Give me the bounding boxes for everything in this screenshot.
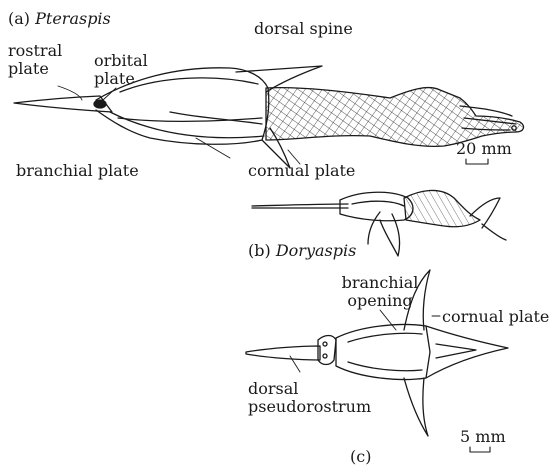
- label-orbital-plate: orbital plate: [94, 52, 148, 88]
- caption-b-letter: (b): [248, 241, 271, 260]
- label-dorsal-pseudorostrum: dorsal pseudorostrum: [248, 380, 371, 416]
- caption-a-letter: (a): [8, 9, 30, 28]
- label-cornual-plate-a: cornual plate: [248, 162, 355, 180]
- pteraspis-drawing: [14, 66, 523, 168]
- label-cornual-plate-c: cornual plate: [442, 308, 549, 326]
- caption-a: (a) Pteraspis: [8, 10, 111, 28]
- scale-bar-a-label: 20 mm: [456, 140, 512, 158]
- caption-b-name: Doryaspis: [276, 241, 356, 260]
- caption-c: (c): [350, 448, 371, 466]
- caption-a-name: Pteraspis: [35, 9, 111, 28]
- label-branchial-opening: branchial opening: [320, 274, 440, 310]
- label-branchial-plate: branchial plate: [16, 162, 139, 180]
- label-rostral-plate: rostral plate: [8, 42, 62, 78]
- scale-bar-c-label: 5 mm: [460, 428, 506, 446]
- caption-b: (b) Doryaspis: [248, 242, 356, 260]
- label-dorsal-spine: dorsal spine: [254, 20, 353, 38]
